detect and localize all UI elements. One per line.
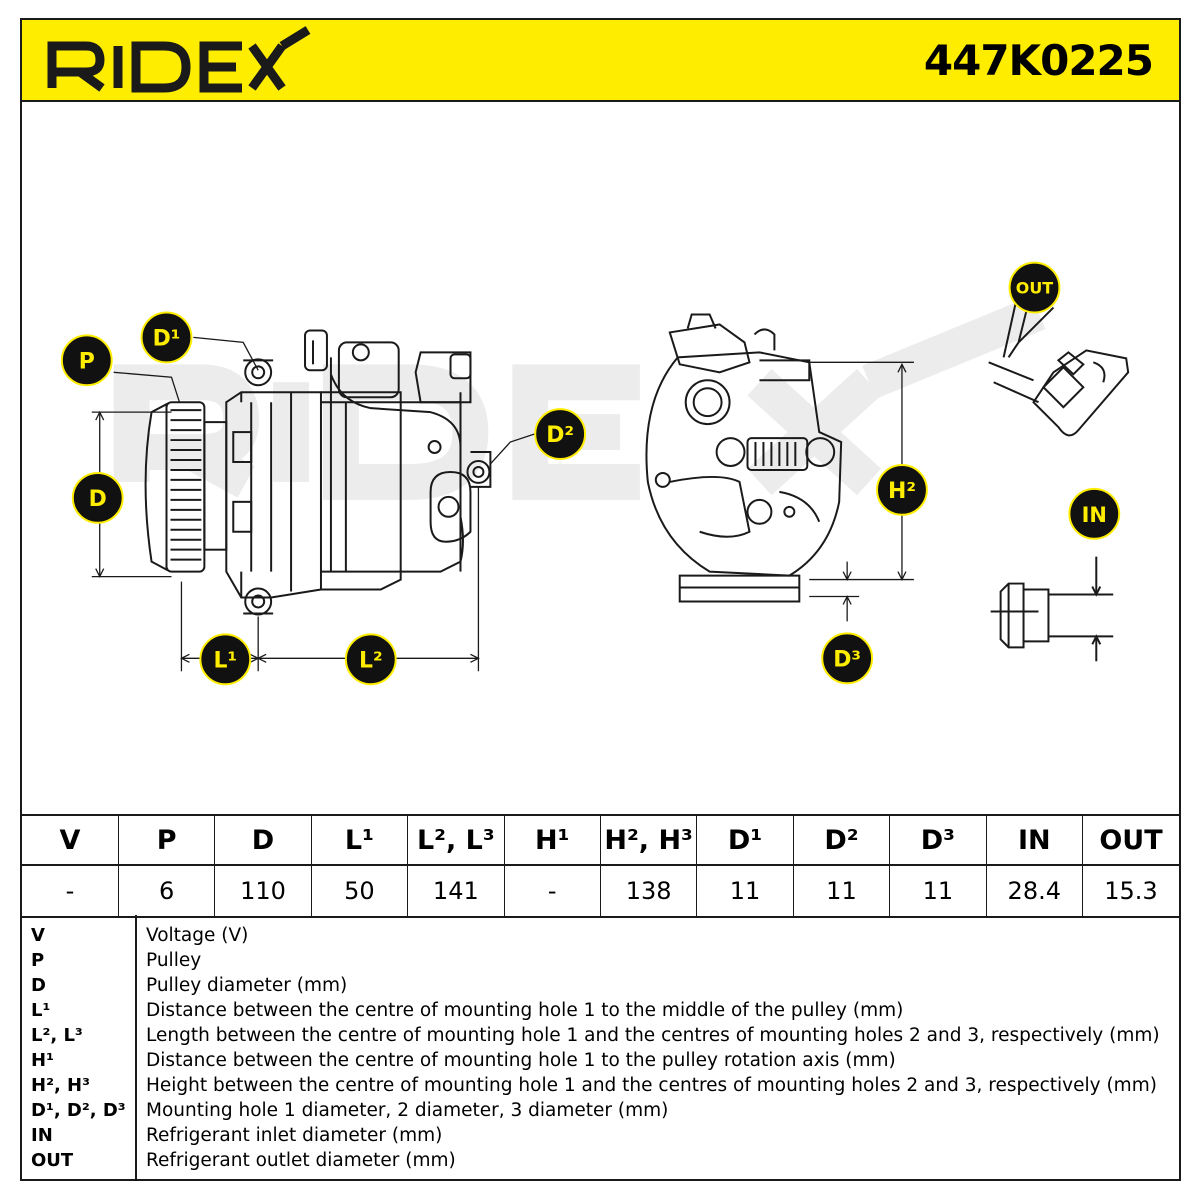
header-cell: H², H³ <box>600 815 698 866</box>
value-cell: 28.4 <box>986 865 1083 918</box>
header-cell: L², L³ <box>407 815 505 866</box>
dimension-header-row: V P D L¹ L², L³ H¹ H², H³ D¹ D² D³ IN OU… <box>22 815 1179 866</box>
part-number: 447K0225 <box>923 36 1154 85</box>
legend-row: D¹, D², D³ Mounting hole 1 diameter, 2 d… <box>22 1098 1179 1123</box>
header-cell: P <box>118 815 216 866</box>
value-cell: 141 <box>407 865 505 918</box>
value-cell: 138 <box>600 865 698 918</box>
dimension-table: V P D L¹ L², L³ H¹ H², H³ D¹ D² D³ IN OU… <box>22 814 1179 918</box>
legend-key: P <box>31 950 45 971</box>
callout-P-label: P <box>79 349 95 374</box>
dimension-value-row: - 6 110 50 141 - 138 11 11 11 28.4 15.3 <box>22 865 1179 918</box>
legend-row: V Voltage (V) <box>22 923 1179 948</box>
callout-L1: L¹ <box>199 633 252 686</box>
value-cell: 15.3 <box>1082 865 1179 918</box>
callout-D: D <box>71 471 124 524</box>
legend-key: D <box>31 975 46 996</box>
legend-key: L², L³ <box>31 1025 83 1046</box>
value-cell: 11 <box>696 865 794 918</box>
legend-description: Refrigerant inlet diameter (mm) <box>146 1125 443 1146</box>
spec-sheet: 447K0225 <box>20 18 1181 1181</box>
legend-description: Pulley <box>146 950 202 971</box>
header-cell: D² <box>793 815 891 866</box>
legend-key: H¹ <box>31 1050 54 1071</box>
header-cell: D <box>214 815 312 866</box>
in-fitting-drawing <box>990 556 1114 662</box>
technical-drawing: P D D¹ D² L¹ L² <box>60 261 1130 686</box>
header-cell: L¹ <box>311 815 409 866</box>
legend-description: Mounting hole 1 diameter, 2 diameter, 3 … <box>146 1100 669 1121</box>
callout-OUT-label: OUT <box>1016 279 1053 298</box>
callout-D2-label: D² <box>546 423 574 448</box>
ridex-logo <box>47 26 311 93</box>
callout-D3: D³ <box>821 632 874 685</box>
value-cell: 11 <box>793 865 891 918</box>
callout-D1: D¹ <box>140 311 193 364</box>
value-cell: - <box>504 865 601 918</box>
header-cell: OUT <box>1082 815 1179 866</box>
legend-description: Length between the centre of mounting ho… <box>146 1025 1160 1046</box>
value-cell: 11 <box>889 865 987 918</box>
legend: V Voltage (V) P Pulley D Pulley diameter… <box>22 915 1179 1179</box>
header-cell: H¹ <box>504 815 601 866</box>
legend-description: Voltage (V) <box>146 925 249 946</box>
callout-D2: D² <box>534 408 587 460</box>
callout-D1-label: D¹ <box>153 326 181 351</box>
callout-H2: H² <box>876 463 928 516</box>
callout-P: P <box>60 334 113 387</box>
callout-IN-label: IN <box>1082 503 1107 527</box>
legend-divider <box>135 915 137 1179</box>
callout-L1-label: L¹ <box>214 648 238 673</box>
callout-OUT: OUT <box>1008 261 1061 314</box>
legend-row: H¹ Distance between the centre of mounti… <box>22 1048 1179 1073</box>
compressor-side-view <box>144 329 492 616</box>
header-cell: V <box>22 815 119 866</box>
legend-key: L¹ <box>31 1000 51 1021</box>
callouts: P D D¹ D² L¹ L² <box>60 261 1121 686</box>
header-cell: IN <box>986 815 1083 866</box>
legend-row: IN Refrigerant inlet diameter (mm) <box>22 1123 1179 1148</box>
legend-row: OUT Refrigerant outlet diameter (mm) <box>22 1148 1179 1173</box>
legend-row: P Pulley <box>22 948 1179 973</box>
legend-description: Height between the centre of mounting ho… <box>146 1075 1157 1096</box>
callout-H2-label: H² <box>888 479 916 504</box>
compressor-front-view <box>645 313 843 603</box>
legend-row: L², L³ Length between the centre of moun… <box>22 1023 1179 1048</box>
value-cell: 50 <box>311 865 409 918</box>
value-cell: 6 <box>118 865 216 918</box>
legend-description: Pulley diameter (mm) <box>146 975 348 996</box>
legend-row: H², H³ Height between the centre of moun… <box>22 1073 1179 1098</box>
callout-IN: IN <box>1068 487 1121 540</box>
header-cell: D¹ <box>696 815 794 866</box>
legend-key: D¹, D², D³ <box>31 1100 126 1121</box>
legend-row: D Pulley diameter (mm) <box>22 973 1179 998</box>
callout-L2-label: L² <box>359 648 383 673</box>
callout-L2: L² <box>344 633 397 686</box>
callout-D-label: D <box>89 487 107 512</box>
header-cell: D³ <box>889 815 987 866</box>
legend-key: IN <box>31 1125 53 1146</box>
legend-description: Distance between the centre of mounting … <box>146 1050 896 1071</box>
legend-description: Distance between the centre of mounting … <box>146 1000 904 1021</box>
legend-description: Refrigerant outlet diameter (mm) <box>146 1150 456 1171</box>
legend-key: OUT <box>31 1150 74 1171</box>
legend-key: V <box>31 925 45 946</box>
header-bar: 447K0225 <box>22 20 1179 102</box>
value-cell: - <box>22 865 119 918</box>
value-cell: 110 <box>214 865 312 918</box>
callout-D3-label: D³ <box>833 647 861 672</box>
legend-key: H², H³ <box>31 1075 91 1096</box>
legend-row: L¹ Distance between the centre of mounti… <box>22 998 1179 1023</box>
